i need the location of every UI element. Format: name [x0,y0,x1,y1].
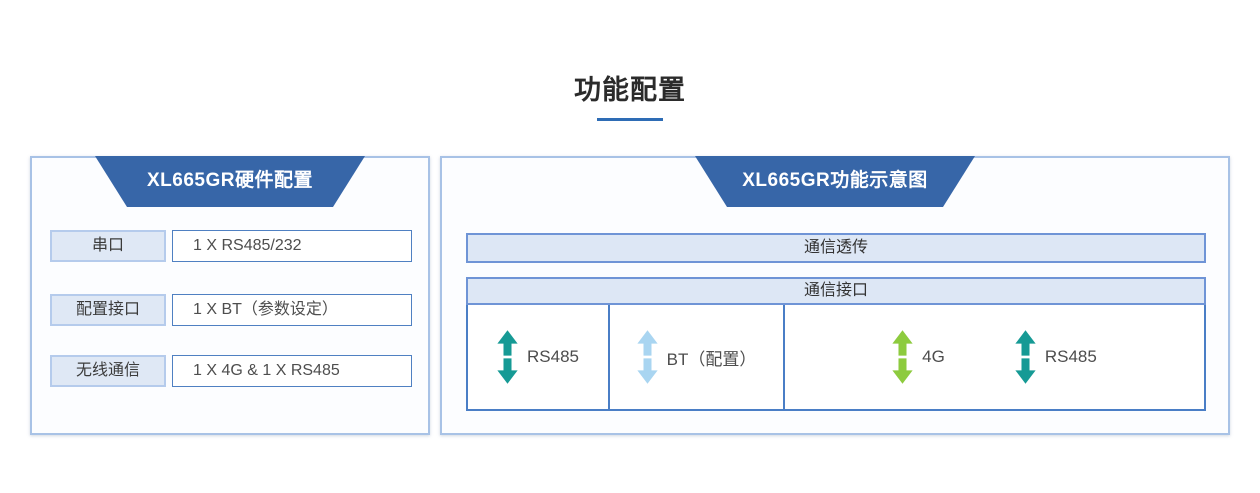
page-title: 功能配置 [574,75,686,105]
double-arrow-vertical-icon [1015,330,1036,384]
comm-interface-body: RS485 BT（配置） [466,305,1206,411]
interface-cell-bt: BT（配置） [610,305,785,409]
double-arrow-vertical-icon [892,330,913,384]
double-arrow-vertical-icon [497,330,518,384]
interface-label: RS485 [527,347,579,366]
interface-label: RS485 [1044,347,1097,366]
comm-interface-header: 通信接口 [466,277,1206,305]
spec-label-box: 串口 [50,230,166,262]
title-underline [597,118,663,121]
function-diagram-panel: XL665GR功能示意图 通信透传 通信接口 RS485 [440,156,1230,435]
double-arrow-vertical-icon [637,330,658,384]
function-panel-banner: XL665GR功能示意图 [695,156,975,207]
hardware-panel-banner: XL665GR硬件配置 [95,156,365,207]
spec-value-box: 1 X RS485/232 [172,230,412,262]
interface-cell-wireless: 4G RS485 [785,305,1204,409]
interface-cell-rs485: RS485 [468,305,610,409]
spec-label-box: 无线通信 [50,355,166,387]
interface-label: 4G [922,347,945,366]
interface-item-rs485: RS485 [1015,330,1097,384]
interface-label: BT（配置） [666,349,757,369]
comm-interface-table: 通信接口 RS485 BT（配置） [466,277,1206,411]
transparent-transmission-bar: 通信透传 [466,233,1206,263]
spec-label-box: 配置接口 [50,294,166,326]
interface-item-4g: 4G [892,330,945,384]
hardware-config-panel: XL665GR硬件配置 串口 1 X RS485/232 配置接口 1 X BT… [30,156,430,435]
section-title-block: 功能配置 [0,68,1260,121]
spec-value-box: 1 X BT（参数设定） [172,294,412,326]
spec-value-box: 1 X 4G & 1 X RS485 [172,355,412,387]
